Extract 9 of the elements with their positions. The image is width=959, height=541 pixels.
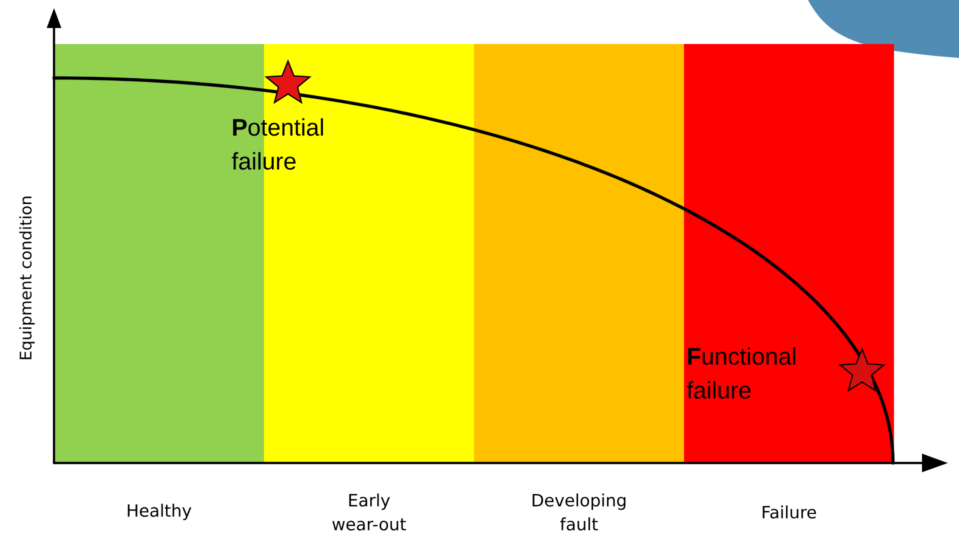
stage-label: Developing fault [532,493,626,530]
annotation-text: Potential failure [232,118,323,170]
stage-label: Healthy [128,504,192,520]
stage-label: Early wear-out [332,493,406,530]
annotation-text: Functional failure [686,347,796,399]
stage-band [684,44,894,463]
axis-label: Equipment condition [19,196,35,360]
stage-label: Failure [762,505,816,519]
stage-band [474,44,684,463]
